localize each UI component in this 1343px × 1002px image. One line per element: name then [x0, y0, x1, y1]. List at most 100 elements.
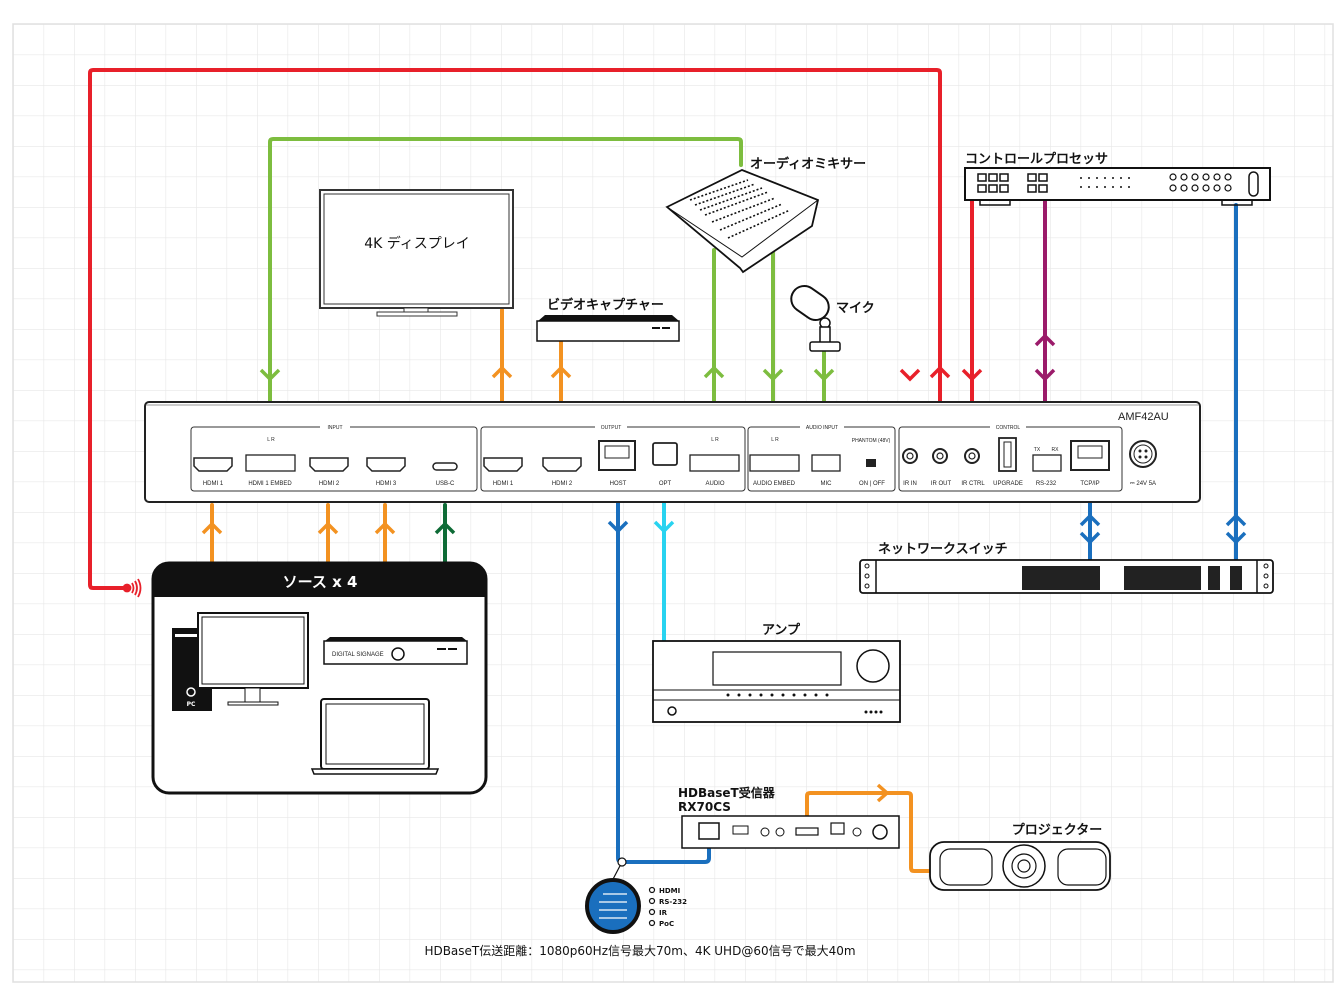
amplifier-device: アンプ: [652, 623, 901, 723]
ir-ctrl-jack-icon[interactable]: [964, 448, 980, 464]
hdmi-port-icon[interactable]: [542, 457, 582, 472]
phantom-switch[interactable]: [866, 459, 876, 467]
mixer-label: オーディオミキサー: [750, 156, 866, 172]
amp-label: アンプ: [762, 623, 801, 638]
group-audio-input-label: AUDIO INPUT: [806, 425, 838, 431]
arrow-up-icon: [703, 365, 725, 379]
arrow-up-icon: [491, 365, 513, 379]
arrow-down-icon: [1079, 531, 1101, 545]
sources-label: ソース x 4: [283, 573, 358, 591]
arrow-down-icon: [259, 368, 281, 382]
arrow-up-icon: [550, 365, 572, 379]
ir-out-jack-icon[interactable]: [932, 448, 948, 464]
port-label: HDMI 1: [203, 481, 224, 487]
network-switch-device: ネットワークスイッチ: [859, 542, 1274, 594]
receiver-label-line1: HDBaseT受信器: [678, 785, 776, 800]
legend-poc: PoC: [659, 920, 674, 928]
terminal-block-icon[interactable]: [811, 454, 841, 472]
port-label: PHANTOM (48V): [852, 438, 891, 444]
power-label: ⎓ 24V 5A: [1130, 481, 1156, 487]
port-label: TCP/IP: [1080, 481, 1099, 487]
usbc-port-icon[interactable]: [432, 462, 458, 471]
pc-label: PC: [187, 701, 196, 708]
lr-label: L R: [771, 437, 779, 443]
port-label: RS-232: [1036, 481, 1057, 487]
ir-emitter-icon: [122, 578, 142, 598]
port-label: OPT: [659, 481, 672, 487]
arrow-down-icon: [899, 368, 921, 382]
arrow-up-icon: [317, 521, 339, 535]
arrow-up-icon: [1079, 513, 1101, 527]
footnote: HDBaseT伝送距離：1080p60Hz信号最大70m、4K UHD@60信号…: [424, 943, 855, 958]
main-unit-amf42au: AMF42AU INPUT OUTPUT AUDIO INPUT CONTROL: [144, 401, 1201, 503]
port-label: IR IN: [903, 481, 917, 487]
hdbaset-badge: HDMI RS-232 IR PoC: [585, 857, 687, 934]
port-label: MIC: [821, 481, 833, 487]
group-input-label: INPUT: [328, 425, 343, 431]
port-label: ON | OFF: [859, 481, 885, 487]
usb-upgrade-port-icon[interactable]: [998, 437, 1017, 472]
audio-cable-embed: [268, 137, 743, 407]
hdbaset-receiver-device: HDBaseT受信器 RX70CS: [678, 785, 900, 849]
arrow-down-icon: [1225, 531, 1247, 545]
receiver-label-line2: RX70CS: [678, 800, 731, 814]
mic-label: マイク: [836, 301, 875, 316]
arrow-up-icon: [1034, 333, 1056, 347]
capture-label: ビデオキャプチャー: [547, 297, 664, 313]
hdmi-port-icon[interactable]: [193, 457, 233, 472]
group-control-label: CONTROL: [996, 425, 1021, 431]
lr-label: L R: [267, 437, 275, 443]
arrow-right-icon: [876, 783, 890, 803]
projector-label: プロジェクター: [1012, 823, 1102, 838]
arrow-down-icon: [607, 520, 629, 534]
port-label: HDMI 1 EMBED: [248, 481, 292, 487]
port-label: HDMI 1: [493, 481, 514, 487]
display-label: 4K ディスプレイ: [364, 235, 470, 252]
port-label: USB-C: [436, 481, 455, 487]
terminal-block-icon[interactable]: [1032, 454, 1062, 472]
ir-in-jack-icon[interactable]: [902, 448, 918, 464]
terminal-block-icon[interactable]: [749, 454, 800, 472]
audio-mixer-device: オーディオミキサー: [665, 156, 866, 274]
terminal-block-icon[interactable]: [245, 454, 296, 472]
group-output-label: OUTPUT: [601, 425, 622, 431]
arrow-up-icon: [374, 521, 396, 535]
arrow-up-icon: [1225, 513, 1247, 527]
hdmi-port-icon[interactable]: [483, 457, 523, 472]
port-label: IR CTRL: [961, 481, 985, 487]
terminal-block-icon[interactable]: [689, 454, 740, 472]
optical-port-icon[interactable]: [652, 442, 678, 466]
control-processor-device: コントロールプロセッサ: [964, 152, 1271, 206]
port-label: IR OUT: [931, 481, 952, 487]
display-device: 4K ディスプレイ: [319, 189, 514, 317]
arrow-down-icon: [762, 368, 784, 382]
projector-device: プロジェクター: [929, 823, 1111, 891]
hdmi-port-icon[interactable]: [309, 457, 349, 472]
rx-label: RX: [1052, 447, 1060, 453]
ir-cable-sources: [88, 68, 942, 590]
legend-ir: IR: [659, 909, 668, 917]
port-label: UPGRADE: [993, 481, 1023, 487]
lr-label: L R: [711, 437, 719, 443]
capture-device: ビデオキャプチャー: [536, 297, 680, 342]
legend-rs232: RS-232: [659, 898, 687, 906]
rj45-tcpip-port-icon[interactable]: [1070, 440, 1110, 471]
rj45-host-port-icon[interactable]: [598, 440, 636, 471]
arrow-down-icon: [961, 368, 983, 382]
port-label: AUDIO EMBED: [753, 481, 796, 487]
arrow-up-icon: [201, 521, 223, 535]
hdmi-port-icon[interactable]: [366, 457, 406, 472]
port-label: HDMI 2: [552, 481, 573, 487]
port-label: AUDIO: [705, 481, 724, 487]
controller-label: コントロールプロセッサ: [965, 152, 1108, 167]
switch-label: ネットワークスイッチ: [878, 542, 1008, 557]
legend-hdmi: HDMI: [659, 887, 680, 895]
port-label: HOST: [610, 481, 627, 487]
port-label: HDMI 2: [319, 481, 340, 487]
arrow-up-icon: [434, 521, 456, 535]
arrow-up-icon: [929, 365, 951, 379]
microphone-device: マイク: [790, 284, 875, 352]
arrow-down-icon: [813, 368, 835, 382]
signage-label: DIGITAL SIGNAGE: [332, 652, 384, 658]
